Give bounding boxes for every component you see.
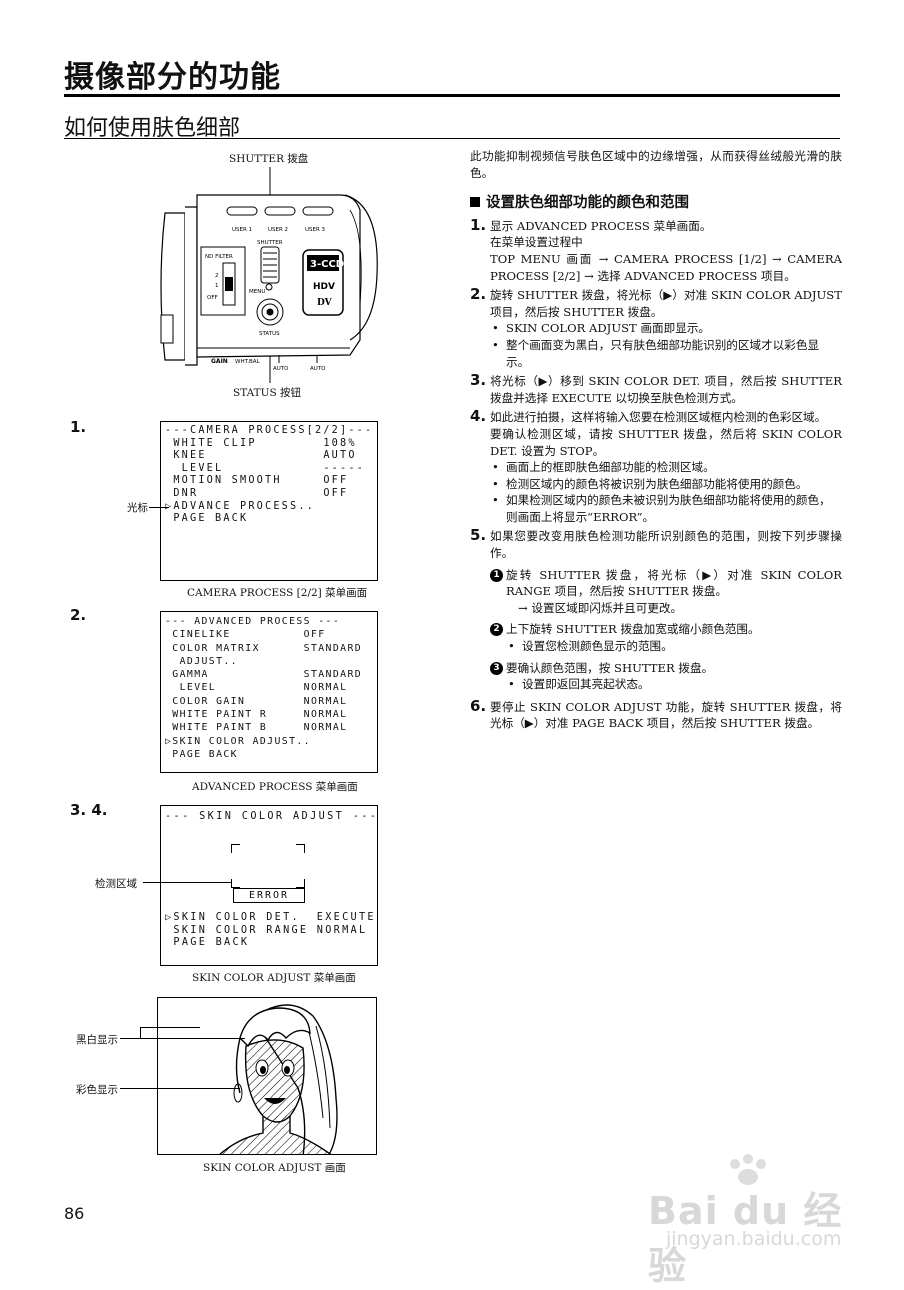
skin-adjust-menu: ▷SKIN COLOR DET. EXECUTE SKIN COLOR RANG… [165,912,376,949]
screen3-caption: SKIN COLOR ADJUST 菜单画面 [192,972,356,984]
intro-paragraph: 此功能抑制视频信号肤色区域中的边缘增强，从而获得丝绒般光滑的肤色。 [470,149,842,180]
svg-text:AUTO: AUTO [310,366,326,372]
camera-illustration: USER 1 USER 2 USER 3 SHUTTER ND FILTER 2… [160,167,378,383]
svg-text:WHT.BAL: WHT.BAL [235,359,261,365]
section-rule [64,138,840,139]
screen2-caption: ADVANCED PROCESS 菜单画面 [192,781,358,793]
page-number: 86 [64,1204,85,1223]
baidu-watermark: Bai du 经验 jingyan.baidu.com [640,1150,880,1288]
step-2: 2. 旋转 SHUTTER 拨盘，将光标（▶）对准 SKIN COLOR ADJ… [470,286,842,370]
detection-frame [231,844,305,888]
svg-text:OFF: OFF [207,295,218,301]
user2-label: USER 2 [268,227,288,233]
svg-text:MENU: MENU [249,289,265,295]
instructions-column: 此功能抑制视频信号肤色区域中的边缘增强，从而获得丝绒般光滑的肤色。 设置肤色细部… [470,148,842,735]
svg-text:STATUS: STATUS [259,331,280,337]
svg-text:ND FILTER: ND FILTER [205,254,233,260]
svg-text:AUTO: AUTO [273,366,289,372]
skin-adjust-title: --- SKIN COLOR ADJUST --- [165,811,379,822]
step-1: 1. 显示 ADVANCED PROCESS 菜单画面。 在菜单设置过程中 TO… [470,215,842,283]
screen4-caption: SKIN COLOR ADJUST 画面 [203,1162,346,1174]
cursor-leader [149,507,169,508]
svg-text:HDV: HDV [313,282,335,292]
status-button-label: STATUS 按钮 [233,387,302,399]
color-display-label: 彩色显示 [76,1084,118,1096]
svg-text:1: 1 [215,283,219,289]
substep-1: 1 旋转 SHUTTER 拨盘，将光标（▶）对准 SKIN COLOR RANG… [490,567,842,617]
substep-3: 3 要确认颜色范围，按 SHUTTER 拨盘。 设置即返回其亮起状态。 [490,660,842,693]
settings-heading: 设置肤色细部功能的颜色和范围 [470,195,842,212]
detection-leader [143,882,231,883]
svg-text:SHUTTER: SHUTTER [257,240,283,246]
advanced-process-menu: --- ADVANCED PROCESS --- CINELIKE OFF CO… [165,616,363,760]
detection-area-label: 检测区域 [95,878,137,890]
skin-color-adjust-screen: --- SKIN COLOR ADJUST --- ERROR ▷SKIN CO… [160,805,378,966]
user3-label: USER 3 [305,227,326,233]
step-4: 4. 如此进行拍摄，这样将输入您要在检测区域框内检测的色彩区域。 要确认检测区域… [470,408,842,525]
user1-label: USER 1 [232,227,252,233]
step-6: 6. 要停止 SKIN COLOR ADJUST 功能，旋转 SHUTTER 拨… [470,696,842,731]
woman-illustration [219,1004,338,1154]
figure-step-1: 1. [70,418,87,436]
figure-step-3-4: 3. 4. [70,801,108,819]
section-title: 如何使用肤色细部 [64,116,241,141]
substep-2: 2 上下旋转 SHUTTER 拨盘加宽或缩小颜色范围。 设置您检测颜色显示的范围… [490,621,842,654]
title-rule [64,94,840,97]
chapter-title: 摄像部分的功能 [64,60,281,95]
svg-text:DV: DV [317,298,333,308]
bw-display-label: 黑白显示 [76,1034,118,1046]
figure-step-2: 2. [70,606,87,624]
advanced-process-screen: --- ADVANCED PROCESS --- CINELIKE OFF CO… [160,611,378,773]
square-bullet-icon [470,197,480,208]
cursor-label: 光标 [127,502,148,514]
watermark-url: jingyan.baidu.com [666,1228,842,1250]
svg-text:3-CCD: 3-CCD [310,259,344,270]
camera-process-menu: ---CAMERA PROCESS[2/2]--- WHITE CLIP 108… [165,425,374,525]
screen1-caption: CAMERA PROCESS [2/2] 菜单画面 [187,587,368,599]
camera-process-screen: ---CAMERA PROCESS[2/2]--- WHITE CLIP 108… [160,421,378,581]
svg-text:2: 2 [215,273,219,279]
shutter-dial-label: SHUTTER 拨盘 [229,153,309,165]
step-3: 3. 将光标（▶）移到 SKIN COLOR DET. 项目，然后按 SHUTT… [470,371,842,405]
svg-text:GAIN: GAIN [211,358,228,365]
step-5: 5. 如果您要改变用肤色检测功能所识别颜色的范围，则按下列步骤操作。 1 旋转 … [470,527,842,693]
skin-detail-preview [157,997,377,1155]
error-indicator: ERROR [233,888,305,903]
